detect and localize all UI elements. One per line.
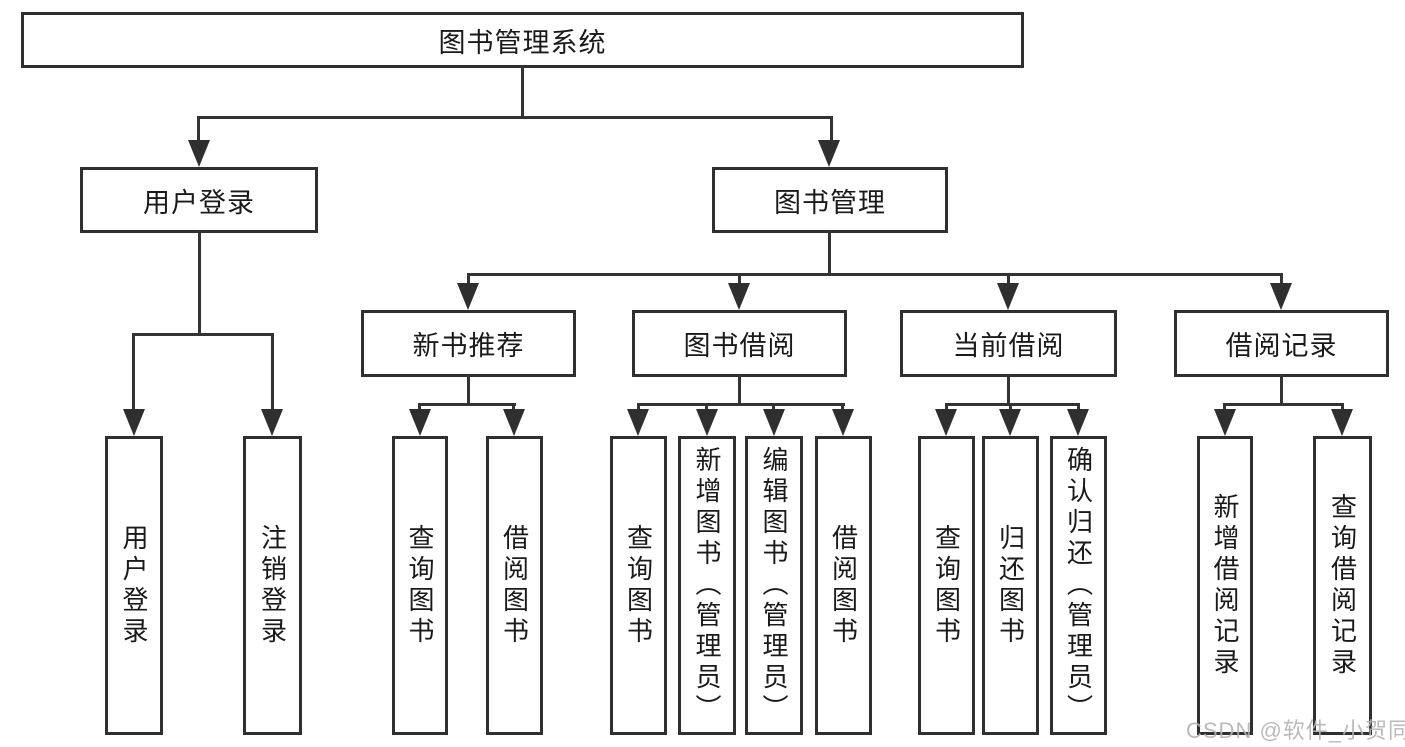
node-user-login: 用户登录	[80, 167, 318, 233]
leaf-label: 查询图书	[623, 523, 654, 648]
connector-line	[1007, 273, 1010, 285]
arrowhead-down	[1067, 409, 1089, 436]
leaf-label: 借阅图书	[499, 523, 530, 648]
connector-line	[945, 403, 1080, 406]
arrowhead-down	[832, 409, 854, 436]
connector-line	[830, 116, 833, 144]
node-label: 借阅记录	[1225, 331, 1338, 361]
arrowhead-down	[627, 409, 649, 436]
connector-line	[198, 230, 201, 335]
arrowhead-down	[728, 283, 750, 310]
connector-line	[271, 333, 274, 410]
leaf-label: 新增图书（管理员）	[692, 446, 722, 725]
leaf-label: 编辑图书（管理员）	[759, 446, 789, 725]
connector-line	[418, 403, 516, 406]
connector-line	[1007, 374, 1010, 406]
arrowhead-down	[763, 409, 785, 436]
connector-line	[945, 403, 948, 412]
leaf-label: 查询图书	[405, 523, 435, 648]
node-book-management: 图书管理	[712, 167, 948, 233]
leaf-query-books-current: 查询图书	[918, 436, 975, 735]
leaf-add-borrow-record: 新增借阅记录	[1197, 436, 1253, 735]
connector-line	[1009, 403, 1012, 412]
arrowhead-down	[997, 283, 1019, 310]
connector-line	[132, 333, 274, 336]
arrowhead-down	[123, 409, 145, 436]
connector-line	[132, 333, 135, 410]
leaf-confirm-return-admin: 确认归还（管理员）	[1050, 436, 1107, 735]
leaf-return-books: 归还图书	[982, 436, 1039, 735]
arrowhead-down	[1331, 409, 1353, 436]
node-borrowing-records: 借阅记录	[1174, 310, 1389, 377]
arrowhead-down	[261, 409, 283, 436]
node-label: 图书管理系统	[438, 27, 607, 58]
connector-line	[1077, 403, 1080, 412]
node-label: 图书借阅	[683, 331, 796, 361]
connector-line	[738, 374, 741, 406]
node-label: 用户登录	[143, 187, 255, 218]
connector-line	[467, 273, 470, 285]
connector-line	[772, 403, 775, 412]
arrowhead-down	[935, 409, 957, 436]
node-library-management-system: 图书管理系统	[21, 12, 1024, 68]
leaf-query-borrow-record: 查询借阅记录	[1313, 436, 1372, 735]
connector-line	[521, 65, 524, 119]
arrowhead-down	[1270, 283, 1292, 310]
connector-line	[467, 374, 470, 406]
arrowhead-down	[999, 409, 1021, 436]
connector-line	[512, 403, 515, 412]
arrowhead-down	[818, 140, 840, 167]
leaf-query-books-recommend: 查询图书	[392, 436, 448, 735]
connector-line	[637, 403, 845, 406]
leaf-logout-login: 注销登录	[243, 436, 302, 735]
connector-line	[1223, 403, 1226, 412]
node-label: 当前借阅	[952, 331, 1065, 361]
connector-line	[1341, 403, 1344, 412]
node-label: 图书管理	[774, 187, 886, 218]
connector-line	[1280, 374, 1283, 406]
leaf-borrow-books-borrowing: 借阅图书	[815, 436, 872, 735]
node-label: 新书推荐	[412, 331, 525, 361]
leaf-label: 查询图书	[931, 523, 962, 648]
leaf-edit-books-admin: 编辑图书（管理员）	[745, 436, 803, 735]
arrowhead-down	[1214, 409, 1236, 436]
node-new-book-recommendation: 新书推荐	[361, 310, 576, 377]
leaf-query-books-borrowing: 查询图书	[610, 436, 667, 735]
connector-line	[197, 116, 200, 144]
leaf-add-books-admin: 新增图书（管理员）	[678, 436, 736, 735]
connector-line	[467, 273, 1283, 276]
arrowhead-down	[696, 409, 718, 436]
connector-line	[1223, 403, 1344, 406]
node-current-borrowing: 当前借阅	[900, 310, 1117, 377]
connector-line	[841, 403, 844, 412]
arrowhead-down	[409, 409, 431, 436]
leaf-user-login: 用户登录	[105, 436, 163, 735]
leaf-label: 借阅图书	[828, 523, 859, 648]
connector-line	[1280, 273, 1283, 285]
leaf-label: 确认归还（管理员）	[1063, 446, 1094, 725]
watermark: CSDN @软件_小贺同学	[1186, 718, 1405, 743]
leaf-label: 注销登录	[257, 523, 288, 648]
leaf-label: 查询借阅记录	[1327, 492, 1358, 679]
arrowhead-down	[188, 140, 210, 167]
arrowhead-down	[503, 409, 525, 436]
leaf-label: 用户登录	[119, 523, 149, 648]
connector-line	[418, 403, 421, 412]
node-book-borrowing: 图书借阅	[632, 310, 847, 377]
leaf-label: 归还图书	[995, 523, 1026, 648]
leaf-label: 新增借阅记录	[1210, 492, 1240, 679]
connector-line	[828, 230, 831, 275]
connector-line	[738, 273, 741, 285]
connector-line	[197, 116, 833, 119]
arrowhead-down	[457, 283, 479, 310]
connector-line	[705, 403, 708, 412]
leaf-borrow-books-recommend: 借阅图书	[486, 436, 543, 735]
connector-line	[637, 403, 640, 412]
